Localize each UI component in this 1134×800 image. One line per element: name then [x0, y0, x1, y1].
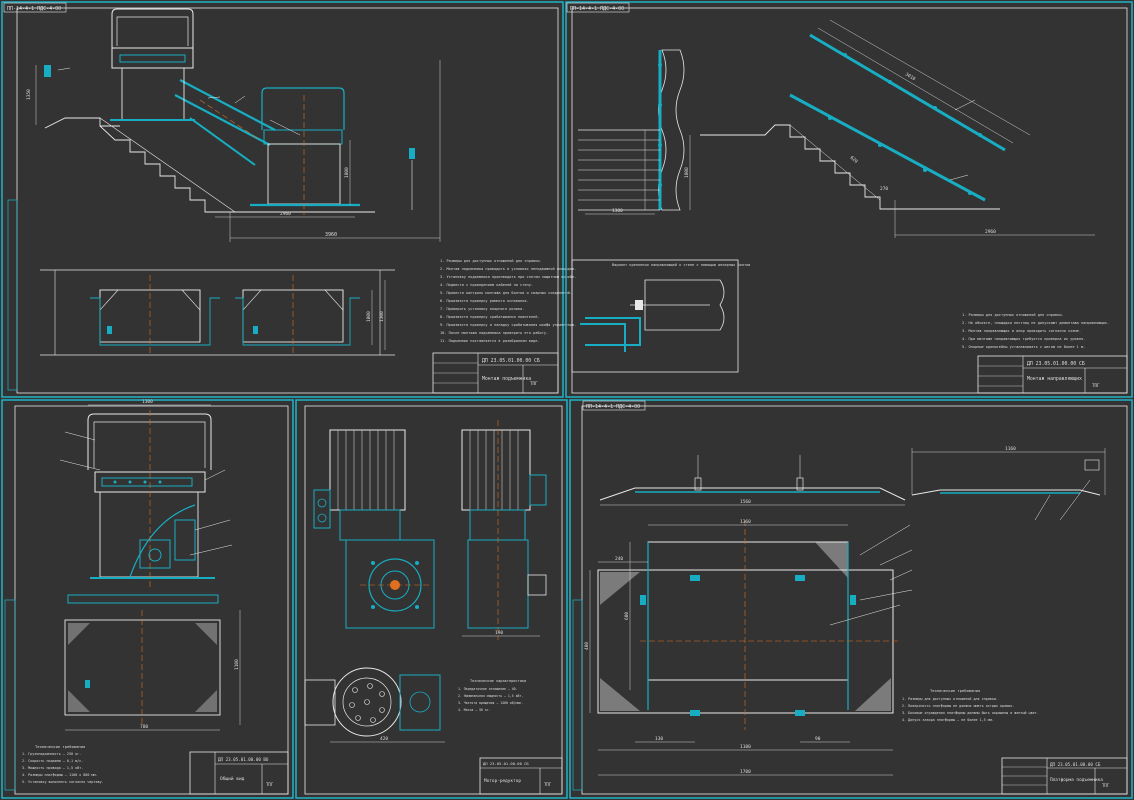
note-line: 5. Опорные кронштейны устанавливать с ша…: [962, 344, 1085, 349]
sheet2-dim-3: 2960: [985, 229, 996, 235]
sheet1-title-block: ДП 23.05.01.00.00 СБ Монтаж подъемника Т…: [432, 352, 559, 394]
sheet5-code: ДП 23.05.01.00.00 СБ: [1050, 762, 1101, 767]
sheet2-stamp: ПП-14-4-1 ПДС-4-00: [570, 6, 624, 12]
note-line: 1. Размеры для доступных отношений для с…: [962, 313, 1064, 317]
sheet5-dim-8: 90: [815, 736, 821, 742]
note-line: 11. Подъемник поставляется в разобранном…: [440, 338, 540, 343]
sheet4-title-block: ДП 23.05.01.00.00 СБ Мотор-редуктор ТПГ: [479, 757, 563, 795]
sheet4-notes: Технические характеристики 1. Передаточн…: [458, 679, 526, 712]
notes-title: Технические характеристики: [470, 679, 526, 683]
note-line: 1. Размеры для доступных отношений для с…: [440, 259, 542, 263]
note-line: 1. Передаточное отношение — 40.: [458, 687, 518, 691]
sheet5-dim-2: 1160: [1005, 446, 1016, 452]
sheet5-org: ТПГ: [1102, 783, 1110, 788]
note-line: 7. Проверить установку опорного ролика.: [440, 307, 524, 311]
sheet5-dim-5: 1100: [740, 744, 751, 750]
sheet5-dim-3: 1360: [740, 519, 751, 525]
notes-title: Технические требования: [930, 688, 980, 693]
sheet1-dim-6: 1300: [379, 311, 385, 322]
note-line: 2. На объекте, площадки лестниц не допус…: [962, 320, 1109, 325]
sheet3-dim-1: 780: [140, 724, 148, 730]
sheet2-dim-2: 3010: [904, 72, 917, 83]
sheet1-dim-2: 1350: [26, 89, 32, 100]
note-line: 2. Скорость подъема — 0,1 м/с.: [22, 759, 83, 763]
sheet5-dim-7: 130: [655, 736, 663, 742]
sheet1-dim-3: 2960: [280, 211, 291, 217]
sheet1-org: ТПГ: [530, 381, 538, 386]
sheet3-title-block: ДП 23.05.01.00.00 ВО Общий вид ТПГ: [189, 751, 289, 795]
note-line: 3. Боковые ограждения платформы должны б…: [902, 710, 1039, 715]
sheet-rail-installation: ПП-14-4-1 ПДС-4-00 1300: [565, 1, 1133, 398]
note-line: 2. Монтаж подъемника проводить в условия…: [440, 267, 576, 271]
note-line: 4. Масса — 56 кг.: [458, 708, 491, 712]
notes-title: Технические требования: [35, 744, 85, 749]
sheet3-org: ТПГ: [266, 782, 274, 787]
note-line: 8. Произвести проверку срабатывания лови…: [440, 314, 540, 319]
sheet2-title: Монтаж направляющих: [1027, 376, 1082, 382]
sheet2-caption: Вариант крепления направляющей к стене с…: [612, 262, 750, 267]
sheet1-notes: 1. Размеры для доступных отношений для с…: [440, 259, 576, 343]
sheet4-title: Мотор-редуктор: [484, 778, 521, 784]
note-line: 4. Допуск зазора платформы — не более 1,…: [902, 717, 994, 722]
sheet1-code: ДП 23.05.01.00.00 СБ: [482, 358, 540, 364]
sheet2-dim-6: 270: [880, 186, 888, 192]
sheet4-org: ТПГ: [544, 782, 552, 787]
sheet-lift-installation: ПП-14-4-1 ПДС-4-00: [1, 1, 576, 398]
sheet1-dim-5: 1000: [366, 311, 372, 322]
note-line: 2. Поверхность платформы не должна иметь…: [902, 704, 1014, 708]
sheet4-code: ДП 23.05.01.00.00 СБ: [483, 761, 529, 766]
note-line: 4. Размеры платформы — 1100 x 800 мм.: [22, 773, 98, 777]
note-line: 3. Монтаж направляющих и опор проводить …: [962, 329, 1081, 333]
sheet2-notes: 1. Размеры для доступных отношений для с…: [962, 313, 1109, 349]
sheet5-title-block: ДП 23.05.01.00.00 СБ Платформа подъемник…: [1001, 757, 1128, 795]
note-line: 5. Провести контроль монтажа для болтов …: [440, 290, 572, 295]
sheet2-org: ТПГ: [1092, 383, 1100, 388]
sheet1-dim-1: 3960: [325, 232, 337, 238]
sheet5-stamp: ПП-14-4-1 ПДС-4-00: [586, 404, 640, 410]
note-line: 4. Подвести с проведением кабелей на сте…: [440, 282, 533, 287]
sheet5-notes: Технические требования 1. Размеры для до…: [902, 688, 1039, 722]
sheet5-dim-6: 1700: [740, 769, 751, 775]
sheet2-title-block: ДП 23.05.01.00.00 СБ Монтаж направляющих…: [977, 355, 1128, 394]
sheet5-dim-10: 600: [624, 612, 630, 620]
sheet3-code: ДП 23.05.01.00.00 ВО: [218, 757, 269, 762]
sheet1-title: Монтаж подъемника: [482, 376, 531, 382]
sheet5-title: Платформа подъемника: [1050, 777, 1103, 783]
sheet2-dim-1: 1300: [612, 208, 623, 214]
note-line: 4. При монтаже направляющих требуется пр…: [962, 336, 1085, 341]
note-line: 3. Частота вращения — 1400 об/мин.: [458, 700, 523, 705]
sheet5-dim-1: 1560: [740, 499, 751, 505]
sheet3-title: Общий вид: [220, 775, 245, 782]
sheet3-notes: Технические требования 1. Грузоподъемнос…: [22, 744, 104, 784]
note-line: 3. Установку подъемника производить при …: [440, 274, 576, 279]
sheet-motor-reducer: 190 420 Технические характеристики 1. Пе…: [295, 399, 568, 799]
sheet1-dim-4: 1800: [344, 167, 350, 178]
sheet-general-view: 780 1100 1300 Технические требования 1. …: [1, 399, 294, 799]
sheet-lift-platform: ПП-14-4-1 ПДС-4-00 1560 1160: [569, 399, 1133, 799]
note-line: 10. После монтажа подъемника проверить е…: [440, 330, 548, 335]
sheet5-dim-4: 240: [615, 556, 623, 562]
note-line: 5. Установку выполнять согласно чертежу.: [22, 780, 104, 784]
note-line: 6. Произвести проверку рамного основания…: [440, 299, 529, 303]
note-line: 9. Произвести проверку и наладку срабаты…: [440, 322, 576, 327]
sheet5-dim-9: 400: [584, 642, 590, 650]
sheet3-dim-3: 1300: [142, 399, 153, 405]
sheet4-dim-2: 190: [495, 630, 503, 636]
note-line: 3. Мощность привода — 1,5 кВт.: [22, 766, 83, 770]
sheet2-dim-4: 1800: [684, 167, 690, 178]
sheet3-dim-2: 1100: [234, 659, 240, 670]
sheet4-dim-1: 420: [380, 736, 388, 742]
sheet2-code: ДП 23.05.01.00.00 СБ: [1027, 361, 1085, 367]
sheet2-dim-5: 620: [849, 155, 859, 165]
sheet1-stamp: ПП-14-4-1 ПДС-4-00: [7, 6, 61, 12]
note-line: 1. Грузоподъемность — 250 кг.: [22, 752, 81, 756]
note-line: 2. Номинальная мощность — 1,5 кВт.: [458, 694, 523, 698]
note-line: 1. Размеры для доступных отношений для с…: [902, 697, 998, 701]
